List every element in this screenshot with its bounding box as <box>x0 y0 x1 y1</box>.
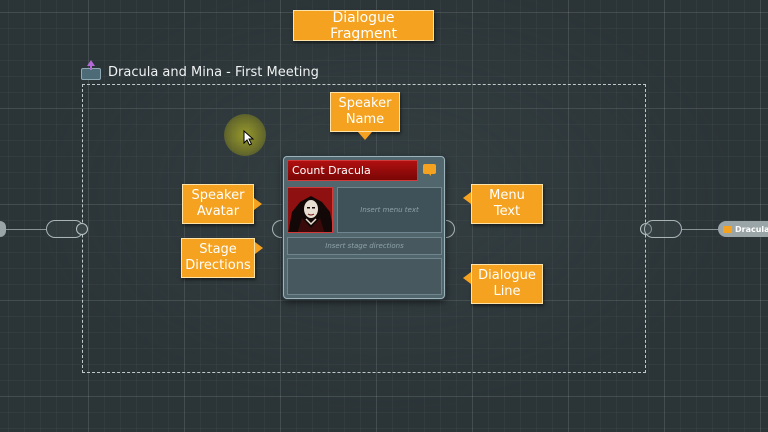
frame-output-pin[interactable] <box>644 220 682 238</box>
node-input-pin[interactable] <box>272 220 286 238</box>
callout-dialogue-fragment-text: Dialogue Fragment <box>330 9 397 42</box>
dialogue-node[interactable]: Count Dracula Insert menu text Insert st… <box>283 156 445 299</box>
mouse-cursor-icon <box>243 130 254 146</box>
fragment-title-text: Dracula and Mina - First Meeting <box>108 64 319 80</box>
speaker-name-field[interactable]: Count Dracula <box>287 160 418 181</box>
previous-node-stub[interactable] <box>0 221 6 237</box>
callout-stage-directions-arrow <box>255 242 263 254</box>
callout-menu-text-arrow <box>463 192 471 204</box>
fragment-title[interactable]: Dracula and Mina - First Meeting <box>80 60 319 82</box>
speaker-avatar[interactable] <box>287 187 333 233</box>
callout-speaker-name: Speaker Name <box>330 92 400 132</box>
callout-speaker-avatar: Speaker Avatar <box>182 184 254 224</box>
callout-menu-text: Menu Text <box>471 184 543 224</box>
stage-directions-field[interactable]: Insert stage directions <box>287 237 442 255</box>
callout-dialogue-fragment: Dialogue Fragment <box>293 9 434 42</box>
output-connection-line <box>682 229 720 230</box>
dialogue-line-field[interactable] <box>287 258 442 295</box>
callout-speaker-avatar-line2: Avatar <box>196 204 240 219</box>
next-node[interactable]: Dracula <box>718 221 768 237</box>
callout-menu-text-line1: Menu <box>489 188 525 203</box>
frame-upload-icon[interactable] <box>80 60 102 80</box>
callout-speaker-name-arrow <box>358 132 372 140</box>
callout-stage-directions-line2: Directions <box>185 258 251 273</box>
callout-dialogue-line-arrow <box>463 272 471 284</box>
callout-dialogue-line-line1: Dialogue <box>478 268 536 283</box>
speech-bubble-icon <box>723 225 732 233</box>
frame-input-pin-dot[interactable] <box>76 223 88 235</box>
callout-speaker-name-line2: Name <box>345 112 385 127</box>
callout-stage-directions: Stage Directions <box>181 238 255 278</box>
callout-menu-text-line2: Text <box>493 204 521 219</box>
callout-speaker-avatar-arrow <box>254 198 262 210</box>
callout-dialogue-line-line2: Line <box>493 284 521 299</box>
speech-bubble-icon[interactable] <box>423 164 436 176</box>
input-connection-line <box>0 229 46 230</box>
menu-text-field[interactable]: Insert menu text <box>337 187 442 233</box>
callout-speaker-name-line1: Speaker <box>338 96 392 111</box>
next-node-label: Dracula <box>735 224 768 234</box>
callout-dialogue-line: Dialogue Line <box>471 264 543 304</box>
dracula-portrait-icon <box>288 188 332 232</box>
callout-speaker-avatar-line1: Speaker <box>191 188 245 203</box>
callout-stage-directions-line1: Stage <box>199 242 237 257</box>
